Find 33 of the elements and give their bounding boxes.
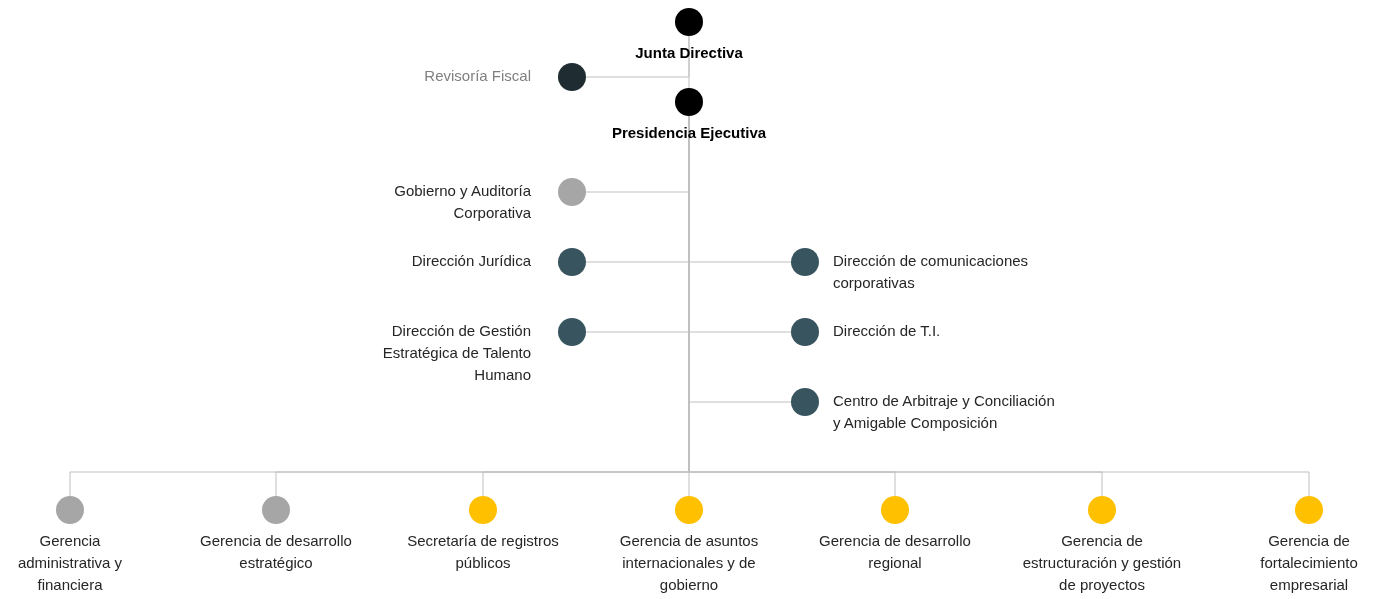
circle-node <box>262 496 290 524</box>
circle-node <box>558 318 586 346</box>
circle-node <box>558 63 586 91</box>
circle-node <box>881 496 909 524</box>
node-label: Gerencia de desarrollo regional <box>818 531 972 573</box>
node-label: Dirección Jurídica <box>410 251 531 271</box>
node-label: Gerencia de fortalecimiento empresarial <box>1259 531 1359 595</box>
circle-node <box>1088 496 1116 524</box>
node-label: Dirección de Gestión Estratégica de Talento Humano <box>381 321 531 385</box>
circle-node <box>675 88 703 116</box>
node-label: Dirección de comunicaciones corporativas <box>833 251 1030 293</box>
circle-node <box>675 8 703 36</box>
circle-node <box>1295 496 1323 524</box>
circle-node <box>791 388 819 416</box>
connector-line <box>688 35 690 89</box>
node-label: Junta Directiva <box>634 43 744 63</box>
node-label: Presidencia Ejecutiva <box>610 123 768 143</box>
node-label: Gerencia de desarrollo estratégico <box>199 531 353 573</box>
node-label: Gerencia administrativa y financiera <box>16 531 124 595</box>
circle-node <box>675 496 703 524</box>
node-label: Centro de Arbitraje y Conciliación y Amigable Composición <box>833 391 1056 433</box>
circle-node <box>469 496 497 524</box>
node-label: Gerencia de estructuración y gestión de proyectos <box>1021 531 1183 595</box>
node-label: Gerencia de asuntos internacionales y de gobierno <box>618 531 760 595</box>
circle-node <box>558 178 586 206</box>
node-label: Revisoría Fiscal <box>423 66 531 86</box>
circle-node <box>791 318 819 346</box>
node-label: Secretaría de registros públicos <box>406 531 560 573</box>
circle-node <box>791 248 819 276</box>
circle-node <box>558 248 586 276</box>
node-label: Dirección de T.I. <box>833 321 942 341</box>
node-label: Gobierno y Auditoría Corporativa <box>393 181 531 223</box>
circle-node <box>56 496 84 524</box>
